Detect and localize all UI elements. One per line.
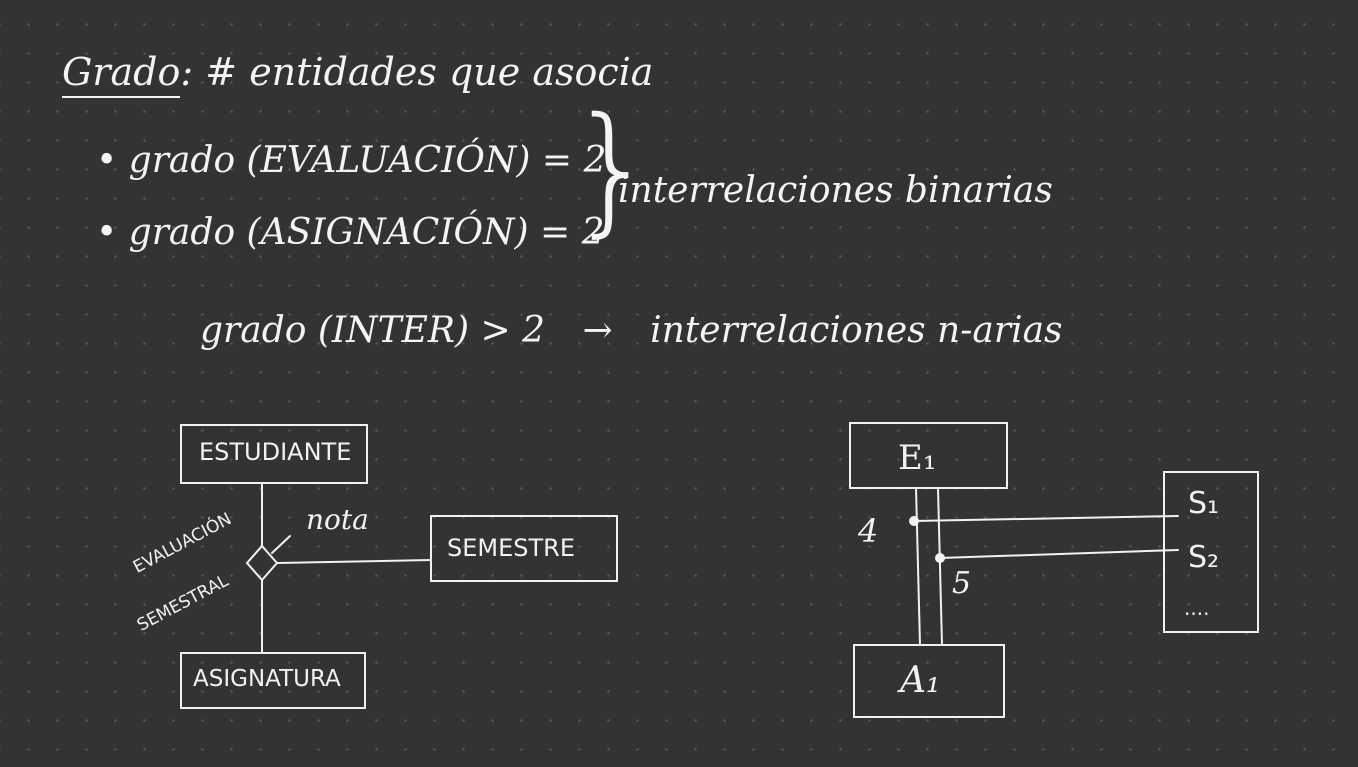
attribute-line bbox=[271, 535, 291, 554]
set-item-s2: S₂ bbox=[1188, 540, 1220, 575]
relationship-diamond bbox=[245, 544, 279, 582]
line-to-semestre bbox=[276, 559, 432, 564]
entity-box-semestre bbox=[430, 515, 618, 582]
nary-degree: grado (INTER) > 2 bbox=[200, 310, 546, 351]
link-dot-1 bbox=[909, 516, 919, 526]
bullet-asignacion: • grado (ASIGNACIÓN) = 2 bbox=[96, 212, 605, 253]
title-line: Grado: # entidades que asocia bbox=[62, 50, 654, 98]
instance-a1: A₁ bbox=[900, 660, 941, 701]
instance-e1: E₁ bbox=[898, 438, 937, 478]
link-right-vertical bbox=[937, 487, 943, 646]
instance-diagram bbox=[849, 422, 1259, 718]
value-4: 4 bbox=[858, 512, 879, 550]
curly-brace: } bbox=[568, 88, 658, 251]
entity-semestre: SEMESTRE bbox=[447, 534, 576, 562]
nary-label: interrelaciones n-arias bbox=[650, 310, 1063, 351]
nary-line: grado (INTER) > 2 → interrelaciones n-ar… bbox=[200, 310, 1063, 351]
entity-estudiante: ESTUDIANTE bbox=[199, 438, 352, 466]
er-diagram bbox=[180, 424, 618, 709]
set-box-s bbox=[1163, 471, 1259, 633]
instance-box-a1 bbox=[853, 644, 1005, 718]
instance-box-e1 bbox=[849, 422, 1008, 489]
link-left-vertical bbox=[915, 487, 921, 646]
binary-label: interrelaciones binarias bbox=[618, 170, 1053, 211]
attribute-nota: nota bbox=[306, 503, 369, 536]
link-dot-2 bbox=[935, 553, 945, 563]
entity-box-asignatura bbox=[180, 652, 366, 709]
arrow-icon: → bbox=[582, 310, 613, 351]
set-item-s1: S₁ bbox=[1188, 486, 1220, 521]
link-to-s1 bbox=[913, 515, 1179, 522]
link-to-s2 bbox=[939, 549, 1179, 559]
entity-asignatura: ASIGNATURA bbox=[193, 666, 341, 692]
title-definition: : # entidades que asocia bbox=[180, 50, 654, 94]
set-item-more: .... bbox=[1184, 596, 1210, 620]
value-5: 5 bbox=[952, 566, 972, 601]
bullet-evaluacion: • grado (EVALUACIÓN) = 2 bbox=[96, 140, 607, 181]
title-term: Grado bbox=[62, 50, 181, 98]
entity-box-estudiante bbox=[180, 424, 368, 484]
